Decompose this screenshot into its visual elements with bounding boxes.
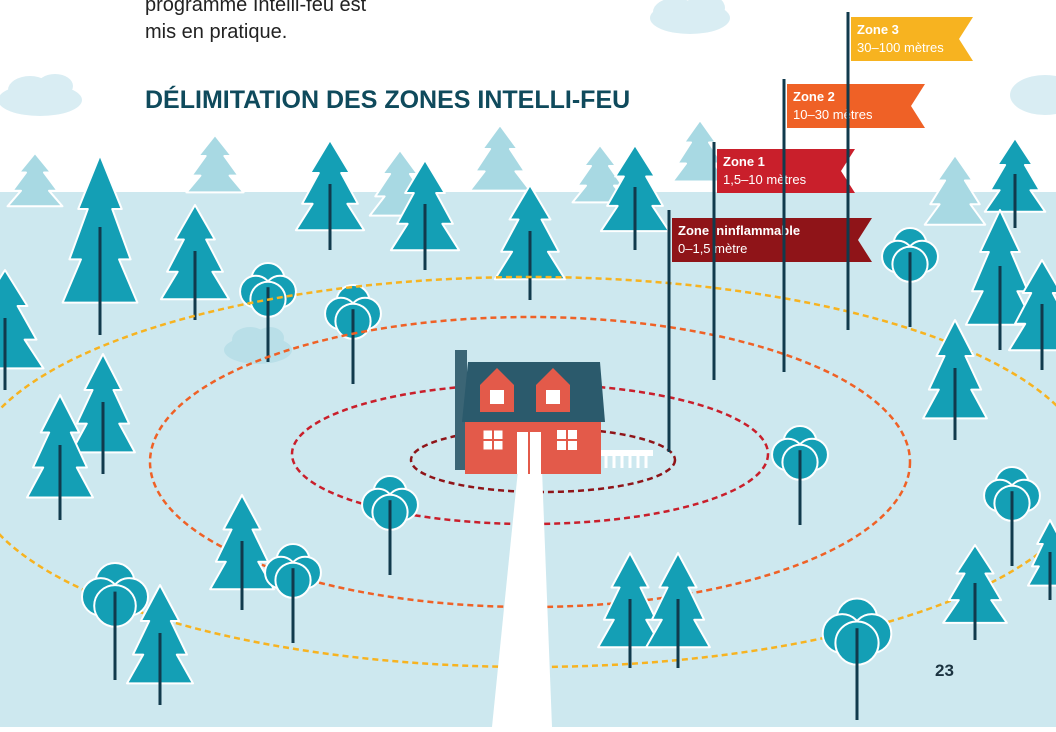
- zone-range: 30–100 mètres: [857, 40, 944, 55]
- pine-tree: [389, 159, 461, 270]
- deciduous-tree: [324, 284, 382, 384]
- pine-tree: [209, 494, 275, 610]
- page-title: DÉLIMITATION DES ZONES INTELLI-FEU: [145, 85, 630, 114]
- flag-banner: [787, 84, 925, 128]
- pine-tree: [159, 204, 231, 320]
- flag-pole: [782, 79, 786, 372]
- flag-pole: [667, 210, 671, 452]
- deciduous-tree: [821, 597, 893, 720]
- driveway-path: [492, 470, 552, 727]
- house-chimney: [455, 350, 467, 470]
- cloud-ground: [224, 327, 292, 364]
- cloud-top: [650, 0, 730, 34]
- pine-tree: [597, 552, 663, 668]
- pine-tree: [70, 353, 136, 474]
- deciduous-tree: [264, 543, 322, 643]
- window-dormer-left: [490, 390, 504, 404]
- deciduous-tree: [881, 227, 939, 327]
- intro-text-line-1: programme Intelli-feu est: [145, 0, 367, 16]
- cloud-right: [1010, 75, 1056, 115]
- zone-range: 10–30 mètres: [793, 107, 873, 122]
- flag-banner: [672, 218, 872, 262]
- pine-tree: [964, 209, 1036, 350]
- zone-name: Zone 2: [793, 89, 835, 104]
- flag-banner: [717, 149, 855, 193]
- pine-tree: [294, 139, 366, 250]
- window-dormer-right: [546, 390, 560, 404]
- deciduous-tree: [771, 425, 829, 525]
- pine-tree: [6, 152, 64, 208]
- front-trees: [26, 319, 1056, 720]
- flag-banner: [851, 17, 973, 61]
- zone-name: Zone 1: [723, 154, 765, 169]
- pine-tree: [942, 544, 1008, 640]
- pine-tree: [468, 124, 532, 192]
- pine-tree: [126, 584, 194, 705]
- pine-tree: [1008, 259, 1056, 370]
- pine-tree: [599, 144, 671, 250]
- pine-tree: [1027, 519, 1056, 600]
- page-number: 23: [935, 661, 954, 680]
- zone-name: Zone 3: [857, 22, 899, 37]
- zone-flag: Zone 3 30–100 mètres: [846, 12, 973, 330]
- flag-pole: [712, 142, 716, 380]
- pine-tree: [922, 319, 988, 440]
- pine-tree: [923, 154, 987, 226]
- flag-pole: [846, 12, 850, 330]
- deciduous-tree: [80, 562, 150, 680]
- deck-rail: [601, 450, 653, 456]
- pine-tree: [185, 134, 245, 194]
- pine-tree: [493, 184, 567, 300]
- zone-flag: Zone 2 10–30 mètres: [782, 79, 925, 372]
- pine-tree: [26, 394, 94, 520]
- zone-flag: Zone 1 1,5–10 mètres: [712, 142, 855, 380]
- deciduous-tree: [361, 475, 419, 575]
- pine-tree: [983, 137, 1047, 228]
- zone-name: Zone ininflammable: [678, 223, 800, 238]
- house: [455, 350, 653, 474]
- pine-tree: [645, 552, 711, 668]
- cloud-left: [0, 74, 82, 116]
- pine-tree: [61, 154, 139, 335]
- back-trees: [0, 137, 1056, 390]
- pine-tree: [571, 144, 629, 204]
- deciduous-tree: [983, 466, 1041, 566]
- zone-3-boundary: [0, 275, 1056, 669]
- pine-tree: [0, 269, 45, 390]
- intro-text-line-2: mis en pratique.: [145, 21, 287, 43]
- zone-range: 1,5–10 mètres: [723, 172, 807, 187]
